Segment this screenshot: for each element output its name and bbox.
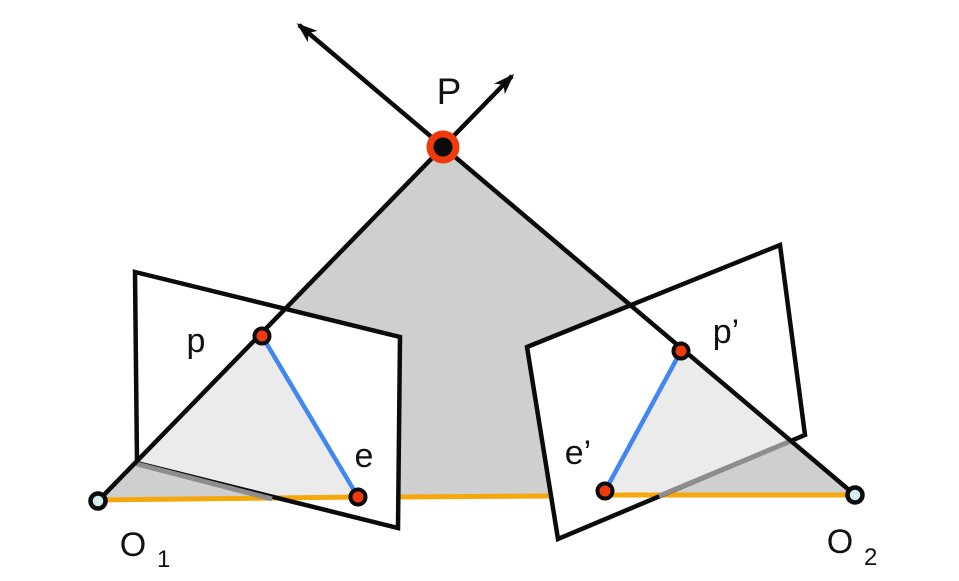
right-image-plane-border	[524, 241, 808, 543]
camera-center-o1-dot	[88, 491, 108, 511]
label-P: P	[437, 71, 462, 112]
point-P-dot	[426, 130, 460, 164]
epipole-e-prime-dot	[595, 481, 615, 501]
camera-center-o2-dot	[845, 485, 865, 505]
label-O2-subscript: 2	[864, 544, 877, 571]
epipolar-line-left	[259, 333, 361, 500]
baseline-segment-o1-to-e	[97, 494, 360, 503]
point-p-prime-dot	[671, 341, 691, 361]
label-O1-subscript: 1	[157, 546, 170, 573]
left-image-plane-border	[132, 269, 403, 531]
left-plane-hidden-edge	[136, 461, 273, 502]
label-e: e	[355, 437, 374, 475]
point-p-dot	[252, 326, 272, 346]
label-e-prime: e’	[565, 434, 591, 472]
left-epipolar-region	[137, 336, 358, 499]
epipole-e-dot	[348, 487, 368, 507]
label-p-prime: p’	[713, 313, 739, 351]
epipolar-line-right	[602, 348, 684, 494]
label-p: p	[187, 322, 206, 360]
label-O2: O	[827, 523, 853, 561]
label-O1: O	[120, 526, 146, 564]
baseline-segment-middle	[398, 493, 552, 500]
ray-o2-through-pprime-P	[296, 23, 857, 497]
right-plane-hidden-edge	[658, 438, 792, 499]
